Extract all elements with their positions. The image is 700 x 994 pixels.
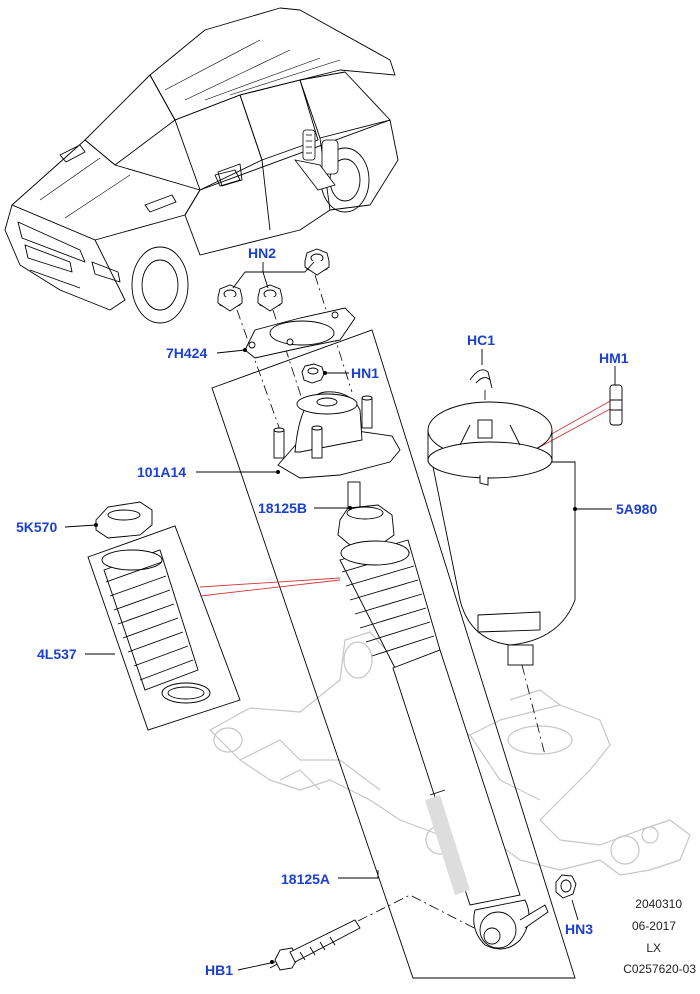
leader-dots — [94, 348, 577, 964]
leader-lines — [64, 261, 616, 971]
callout-hn2[interactable]: HN2 — [248, 245, 277, 261]
callout-5a980[interactable]: 5A980 — [616, 501, 658, 517]
hn1-nut-icon — [301, 363, 325, 384]
boot-frame — [87, 525, 241, 731]
vehicle-outline-icon — [4, 7, 399, 324]
callout-18125a[interactable]: 18125A — [281, 871, 331, 887]
assembly-frame — [211, 329, 576, 979]
air-spring-icon — [427, 401, 576, 666]
clip-icon — [469, 369, 493, 389]
callout-101a14[interactable]: 101A14 — [137, 464, 187, 480]
reference-date: 06-2017 — [631, 919, 676, 933]
callout-18125b[interactable]: 18125B — [258, 500, 308, 516]
bolt-icon — [274, 919, 361, 971]
rod-top-icon — [337, 481, 395, 546]
vehicle-suspension-highlight-icon — [294, 129, 339, 191]
shock-absorber-icon — [339, 539, 549, 950]
callout-5k570[interactable]: 5K570 — [16, 519, 58, 535]
callout-hn3[interactable]: HN3 — [565, 921, 594, 937]
reference-market: LX — [646, 941, 661, 955]
top-mount-icon — [273, 391, 401, 479]
callout-hm1[interactable]: HM1 — [599, 350, 629, 366]
hn3-nut-icon — [555, 874, 577, 899]
dust-boot-icon — [101, 549, 211, 704]
callout-hb1[interactable]: HB1 — [205, 962, 234, 978]
callout-hc1[interactable]: HC1 — [467, 332, 496, 348]
hn2-nut-icon — [217, 248, 330, 312]
valve-icon — [609, 384, 623, 426]
gasket-icon — [244, 307, 356, 359]
rear-subframe-ghost — [209, 631, 691, 876]
reference-code: 2040310 — [635, 897, 682, 911]
callout-hn1[interactable]: HN1 — [351, 365, 380, 381]
reference-illustration-id: C0257620-03 — [623, 962, 696, 976]
callout-7h424[interactable]: 7H424 — [166, 345, 208, 361]
callout-4l537[interactable]: 4L537 — [37, 646, 77, 662]
spacer-icon — [95, 501, 153, 539]
